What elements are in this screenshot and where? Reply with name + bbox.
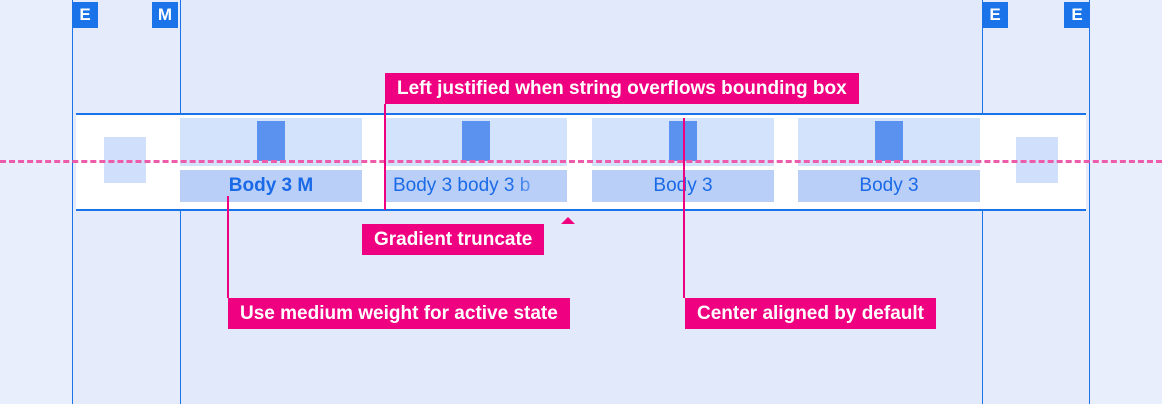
tab-glyph-icon <box>875 121 903 161</box>
tab-label-2: Body 3 body 3 b <box>393 175 531 196</box>
tab-label-4: Body 3 <box>859 175 919 196</box>
leader-center-aligned <box>683 118 685 298</box>
tab-icon-background <box>798 118 980 166</box>
tab-icon-background <box>180 118 362 166</box>
gutter-right <box>1090 0 1162 404</box>
pointer-gradient-truncate <box>561 217 575 224</box>
tab-glyph-icon <box>257 121 285 161</box>
badge-edge-right-outer: E <box>1064 2 1090 28</box>
annotation-center-aligned: Center aligned by default <box>685 298 936 329</box>
tab-glyph-icon <box>462 121 490 161</box>
guide-line-edge-left <box>72 0 73 404</box>
badge-edge-left-outer: E <box>72 2 98 28</box>
tab-label-1: Body 3 M <box>228 175 314 196</box>
badge-edge-right-inner: E <box>982 2 1008 28</box>
tab-icon-background <box>385 118 567 166</box>
annotation-left-justified: Left justified when string overflows bou… <box>385 73 859 104</box>
annotation-gradient-truncate: Gradient truncate <box>362 224 545 255</box>
tab-label-background: Body 3 body 3 b <box>385 170 567 202</box>
tab-label-background: Body 3 M <box>180 170 362 202</box>
tab-bar: Body 3 M Body 3 body 3 b Body 3 <box>76 113 1086 211</box>
badge-margin-left: M <box>152 2 178 28</box>
tab-item-4[interactable]: Body 3 <box>798 118 980 206</box>
gutter-left <box>0 0 72 404</box>
vertical-center-guide <box>0 160 1162 163</box>
leader-left-justified <box>384 104 386 210</box>
annotation-medium-weight: Use medium weight for active state <box>228 298 570 329</box>
tab-label-background: Body 3 <box>798 170 980 202</box>
guide-line-edge-right-outer <box>1089 0 1090 404</box>
leader-medium-weight <box>227 196 229 298</box>
tab-item-1[interactable]: Body 3 M <box>180 118 362 206</box>
